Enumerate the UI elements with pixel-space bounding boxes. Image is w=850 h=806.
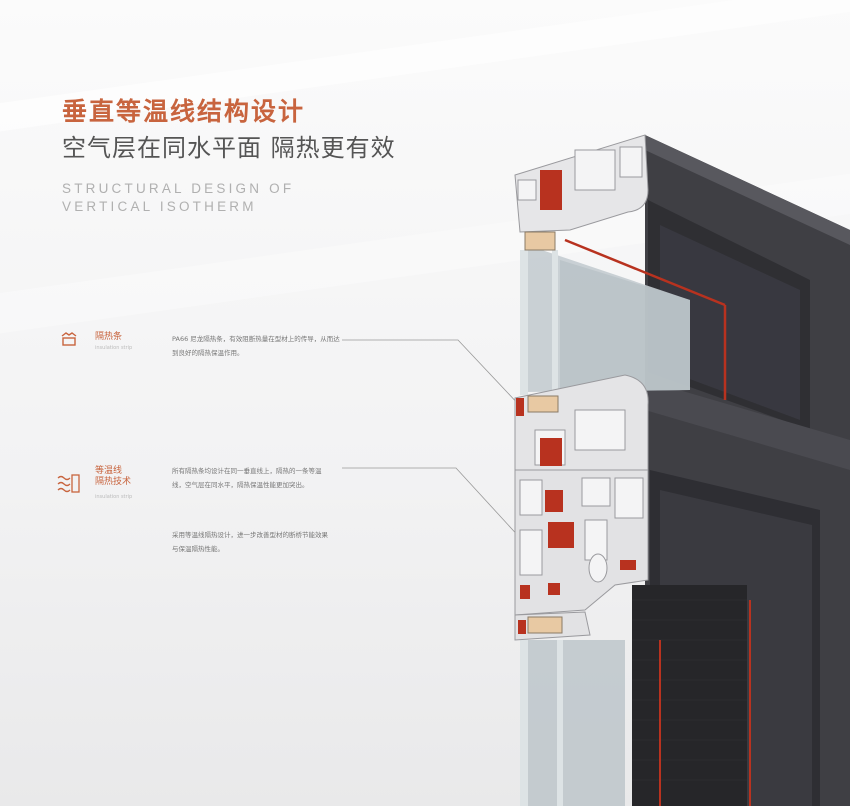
- leader-line-isotherm: [342, 467, 523, 541]
- feature-insulation-subtitle: insulation strip: [95, 345, 133, 351]
- drain-hole: [588, 553, 608, 583]
- chamber: [574, 149, 616, 191]
- feature-isotherm-desc2: 采用等温线隔热设计，进一步改善型材的断桥节能效果与保温隔热性能。: [172, 531, 328, 553]
- chamber: [614, 477, 644, 519]
- gasket: [527, 616, 563, 634]
- screen-mesh: [632, 599, 747, 781]
- glass-pane-edge: [520, 250, 528, 395]
- heading-title-en-line1: STRUCTURAL DESIGN OF: [62, 181, 295, 196]
- glass-pane-edge: [557, 640, 563, 806]
- chamber: [574, 409, 626, 451]
- chamber: [519, 529, 543, 576]
- feature-isotherm-title: 等温线 隔热技术: [95, 466, 131, 488]
- thermal-break-strip: [518, 620, 526, 634]
- sash-face: [645, 380, 850, 470]
- feature-insulation-desc: PA66 尼龙隔热条，有效阻断热量在型材上的传导，从而达到良好的隔热保温作用。: [172, 335, 340, 357]
- heading-subtitle-cn: 空气层在同水平面 隔热更有效: [62, 134, 396, 162]
- thermal-break-strip: [545, 490, 563, 512]
- feature-isotherm-desc1: 所有隔热条均设计在同一垂直线上，隔热的一条等温线，空气层在同水平，隔热保温性能更…: [172, 467, 322, 489]
- insulation-strip-icon: [61, 332, 77, 346]
- thermal-break-strip: [620, 560, 636, 570]
- glass-pane-edge: [552, 250, 558, 395]
- thermal-break-strip: [548, 583, 560, 595]
- thermal-line: [564, 238, 726, 307]
- heading-title-en-line2: VERTICAL ISOTHERM: [62, 199, 257, 214]
- feature-isotherm-title-line1: 等温线: [95, 466, 123, 476]
- chamber: [519, 479, 543, 516]
- thermal-break-strip: [516, 398, 524, 416]
- chamber: [619, 146, 643, 178]
- isotherm-icon: [57, 474, 80, 493]
- gasket: [527, 395, 559, 413]
- feature-isotherm-subtitle: insulation strip: [95, 494, 133, 500]
- feature-isotherm-title-line2: 隔热技术: [95, 477, 132, 487]
- upper-glass-shade: [560, 260, 690, 392]
- upper-recess-inner: [660, 225, 800, 420]
- leader-line-insulation: [342, 339, 523, 409]
- chamber: [581, 477, 611, 507]
- thermal-break-strip: [520, 585, 530, 599]
- heading-title-cn: 垂直等温线结构设计: [62, 97, 306, 126]
- lower-glass: [527, 640, 625, 806]
- insect-screen: [632, 585, 747, 806]
- frame-top-bevel: [645, 135, 850, 245]
- heading-title-en: STRUCTURAL DESIGN OF VERTICAL ISOTHERM: [62, 180, 294, 216]
- thermal-break-strip: [540, 438, 562, 466]
- glass-pane-edge: [520, 640, 528, 806]
- thermal-break-strip: [548, 522, 574, 548]
- chamber: [517, 179, 537, 201]
- thermal-break-strip: [540, 170, 562, 210]
- gasket: [524, 231, 556, 251]
- feature-insulation-title: 隔热条: [95, 332, 123, 342]
